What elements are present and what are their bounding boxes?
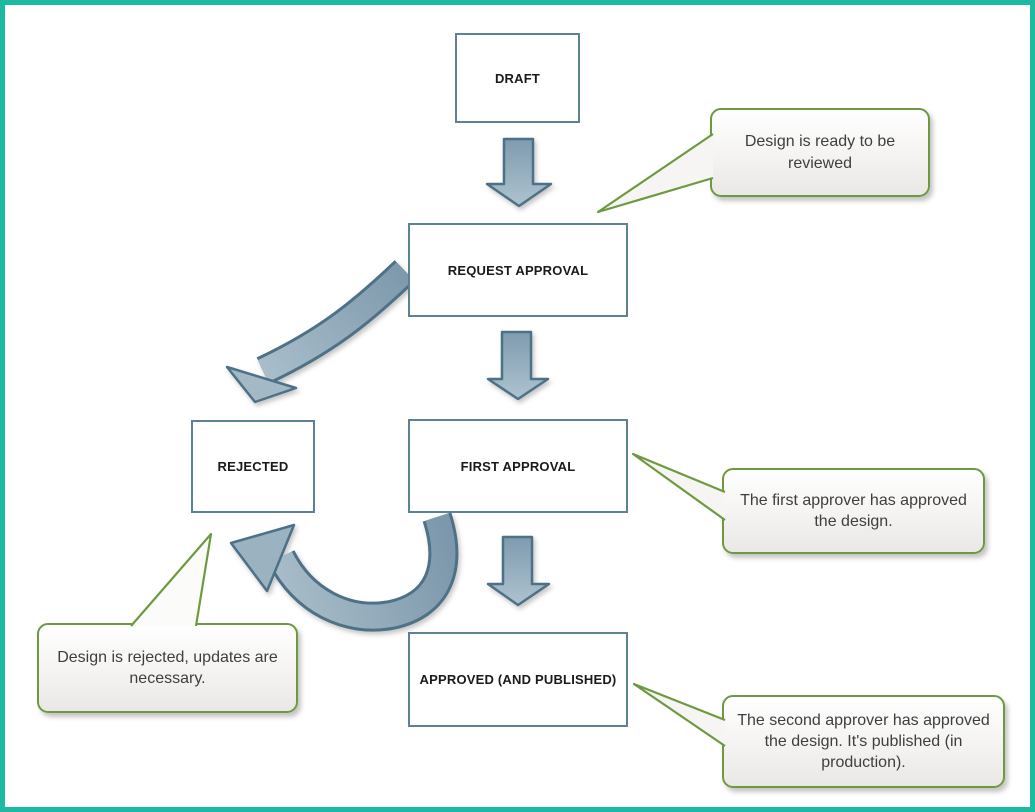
callout-second-approved-text: The second approver has approved the des… [737, 711, 990, 772]
callout-design-ready-text: Design is ready to be reviewed [744, 133, 896, 172]
callout-tail-design-rejected [130, 532, 213, 627]
node-first-approval: FIRST APPROVAL [408, 419, 628, 513]
curved-arrow-first-to-rejected [229, 512, 459, 632]
callout-first-approved: The first approver has approved the desi… [722, 468, 985, 554]
node-request-approval: REQUEST APPROVAL [408, 223, 628, 317]
callout-tail-second-approved [632, 682, 726, 747]
node-draft-label: DRAFT [494, 70, 541, 86]
arrow-draft-to-request [485, 137, 553, 208]
callout-design-rejected: Design is rejected, updates are necessar… [37, 623, 298, 713]
node-first-approval-label: FIRST APPROVAL [460, 458, 576, 474]
callout-tail-first-approved [631, 452, 726, 521]
node-rejected-label: REJECTED [217, 459, 289, 474]
callout-second-approved: The second approver has approved the des… [722, 695, 1005, 788]
arrow-request-to-first [486, 330, 550, 401]
callout-design-ready: Design is ready to be reviewed [710, 108, 930, 197]
curved-arrow-request-to-rejected [225, 260, 416, 404]
node-request-approval-label: REQUEST APPROVAL [447, 262, 589, 278]
node-approved-label: APPROVED (AND PUBLISHED) [419, 672, 617, 687]
callout-first-approved-text: The first approver has approved the desi… [740, 491, 967, 530]
node-approved: APPROVED (AND PUBLISHED) [408, 632, 628, 727]
arrow-first-to-approved [486, 535, 551, 607]
node-rejected: REJECTED [191, 420, 315, 513]
node-draft: DRAFT [455, 33, 580, 123]
callout-tail-design-ready [596, 133, 714, 214]
callout-design-rejected-text: Design is rejected, updates are necessar… [57, 648, 278, 687]
